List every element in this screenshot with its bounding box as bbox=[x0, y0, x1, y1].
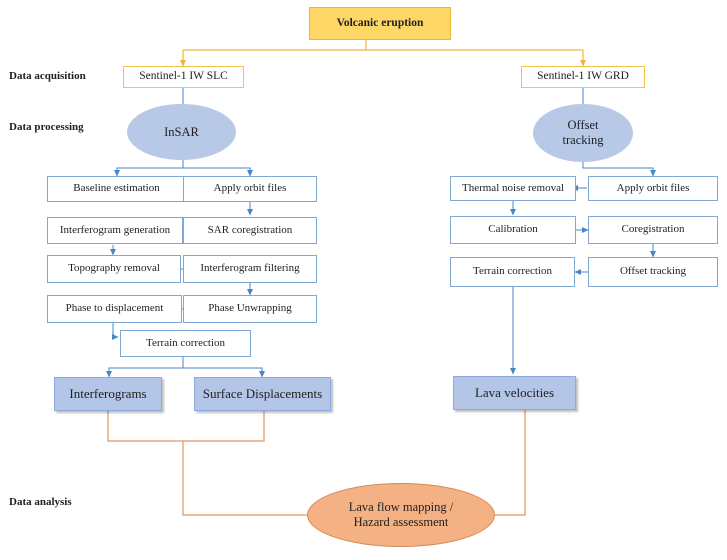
row-label-processing: Data processing bbox=[9, 121, 84, 133]
phase-to-displacement-step: Phase to displacement bbox=[47, 295, 182, 323]
topography-removal-step: Topography removal bbox=[47, 255, 181, 283]
source-slc-node: Sentinel-1 IW SLC bbox=[123, 66, 244, 88]
interferogram-generation-step: Interferogram generation bbox=[47, 217, 183, 244]
analysis-line-1: Lava flow mapping / bbox=[348, 500, 454, 514]
volcanic-eruption-node: Volcanic eruption bbox=[309, 7, 451, 40]
insar-node: InSAR bbox=[127, 104, 236, 160]
lava-flow-hazard-node: Lava flow mapping / Hazard assessment bbox=[307, 483, 495, 547]
source-grd-node: Sentinel-1 IW GRD bbox=[521, 66, 645, 88]
apply-orbit-files-step-grd: Apply orbit files bbox=[588, 176, 718, 201]
calibration-step: Calibration bbox=[450, 216, 576, 244]
offset-tracking-node: Offset tracking bbox=[533, 104, 633, 162]
coregistration-step: Coregistration bbox=[588, 216, 718, 244]
baseline-estimation-step: Baseline estimation bbox=[47, 176, 186, 202]
apply-orbit-files-step: Apply orbit files bbox=[183, 176, 317, 202]
thermal-noise-removal-step: Thermal noise removal bbox=[450, 176, 576, 201]
interferogram-filtering-step: Interferogram filtering bbox=[183, 255, 317, 283]
surface-displacements-output: Surface Displacements bbox=[194, 377, 331, 411]
lava-velocities-output: Lava velocities bbox=[453, 376, 576, 410]
row-label-acquisition: Data acquisition bbox=[9, 70, 86, 82]
interferograms-output: Interferograms bbox=[54, 377, 162, 411]
offset-tracking-step: Offset tracking bbox=[588, 257, 718, 287]
terrain-correction-step: Terrain correction bbox=[120, 330, 251, 357]
sar-coregistration-step: SAR coregistration bbox=[183, 217, 317, 244]
analysis-line-2: Hazard assessment bbox=[353, 515, 449, 529]
terrain-correction-step-grd: Terrain correction bbox=[450, 257, 575, 287]
row-label-analysis: Data analysis bbox=[9, 496, 72, 508]
phase-unwrapping-step: Phase Unwrapping bbox=[183, 295, 317, 323]
